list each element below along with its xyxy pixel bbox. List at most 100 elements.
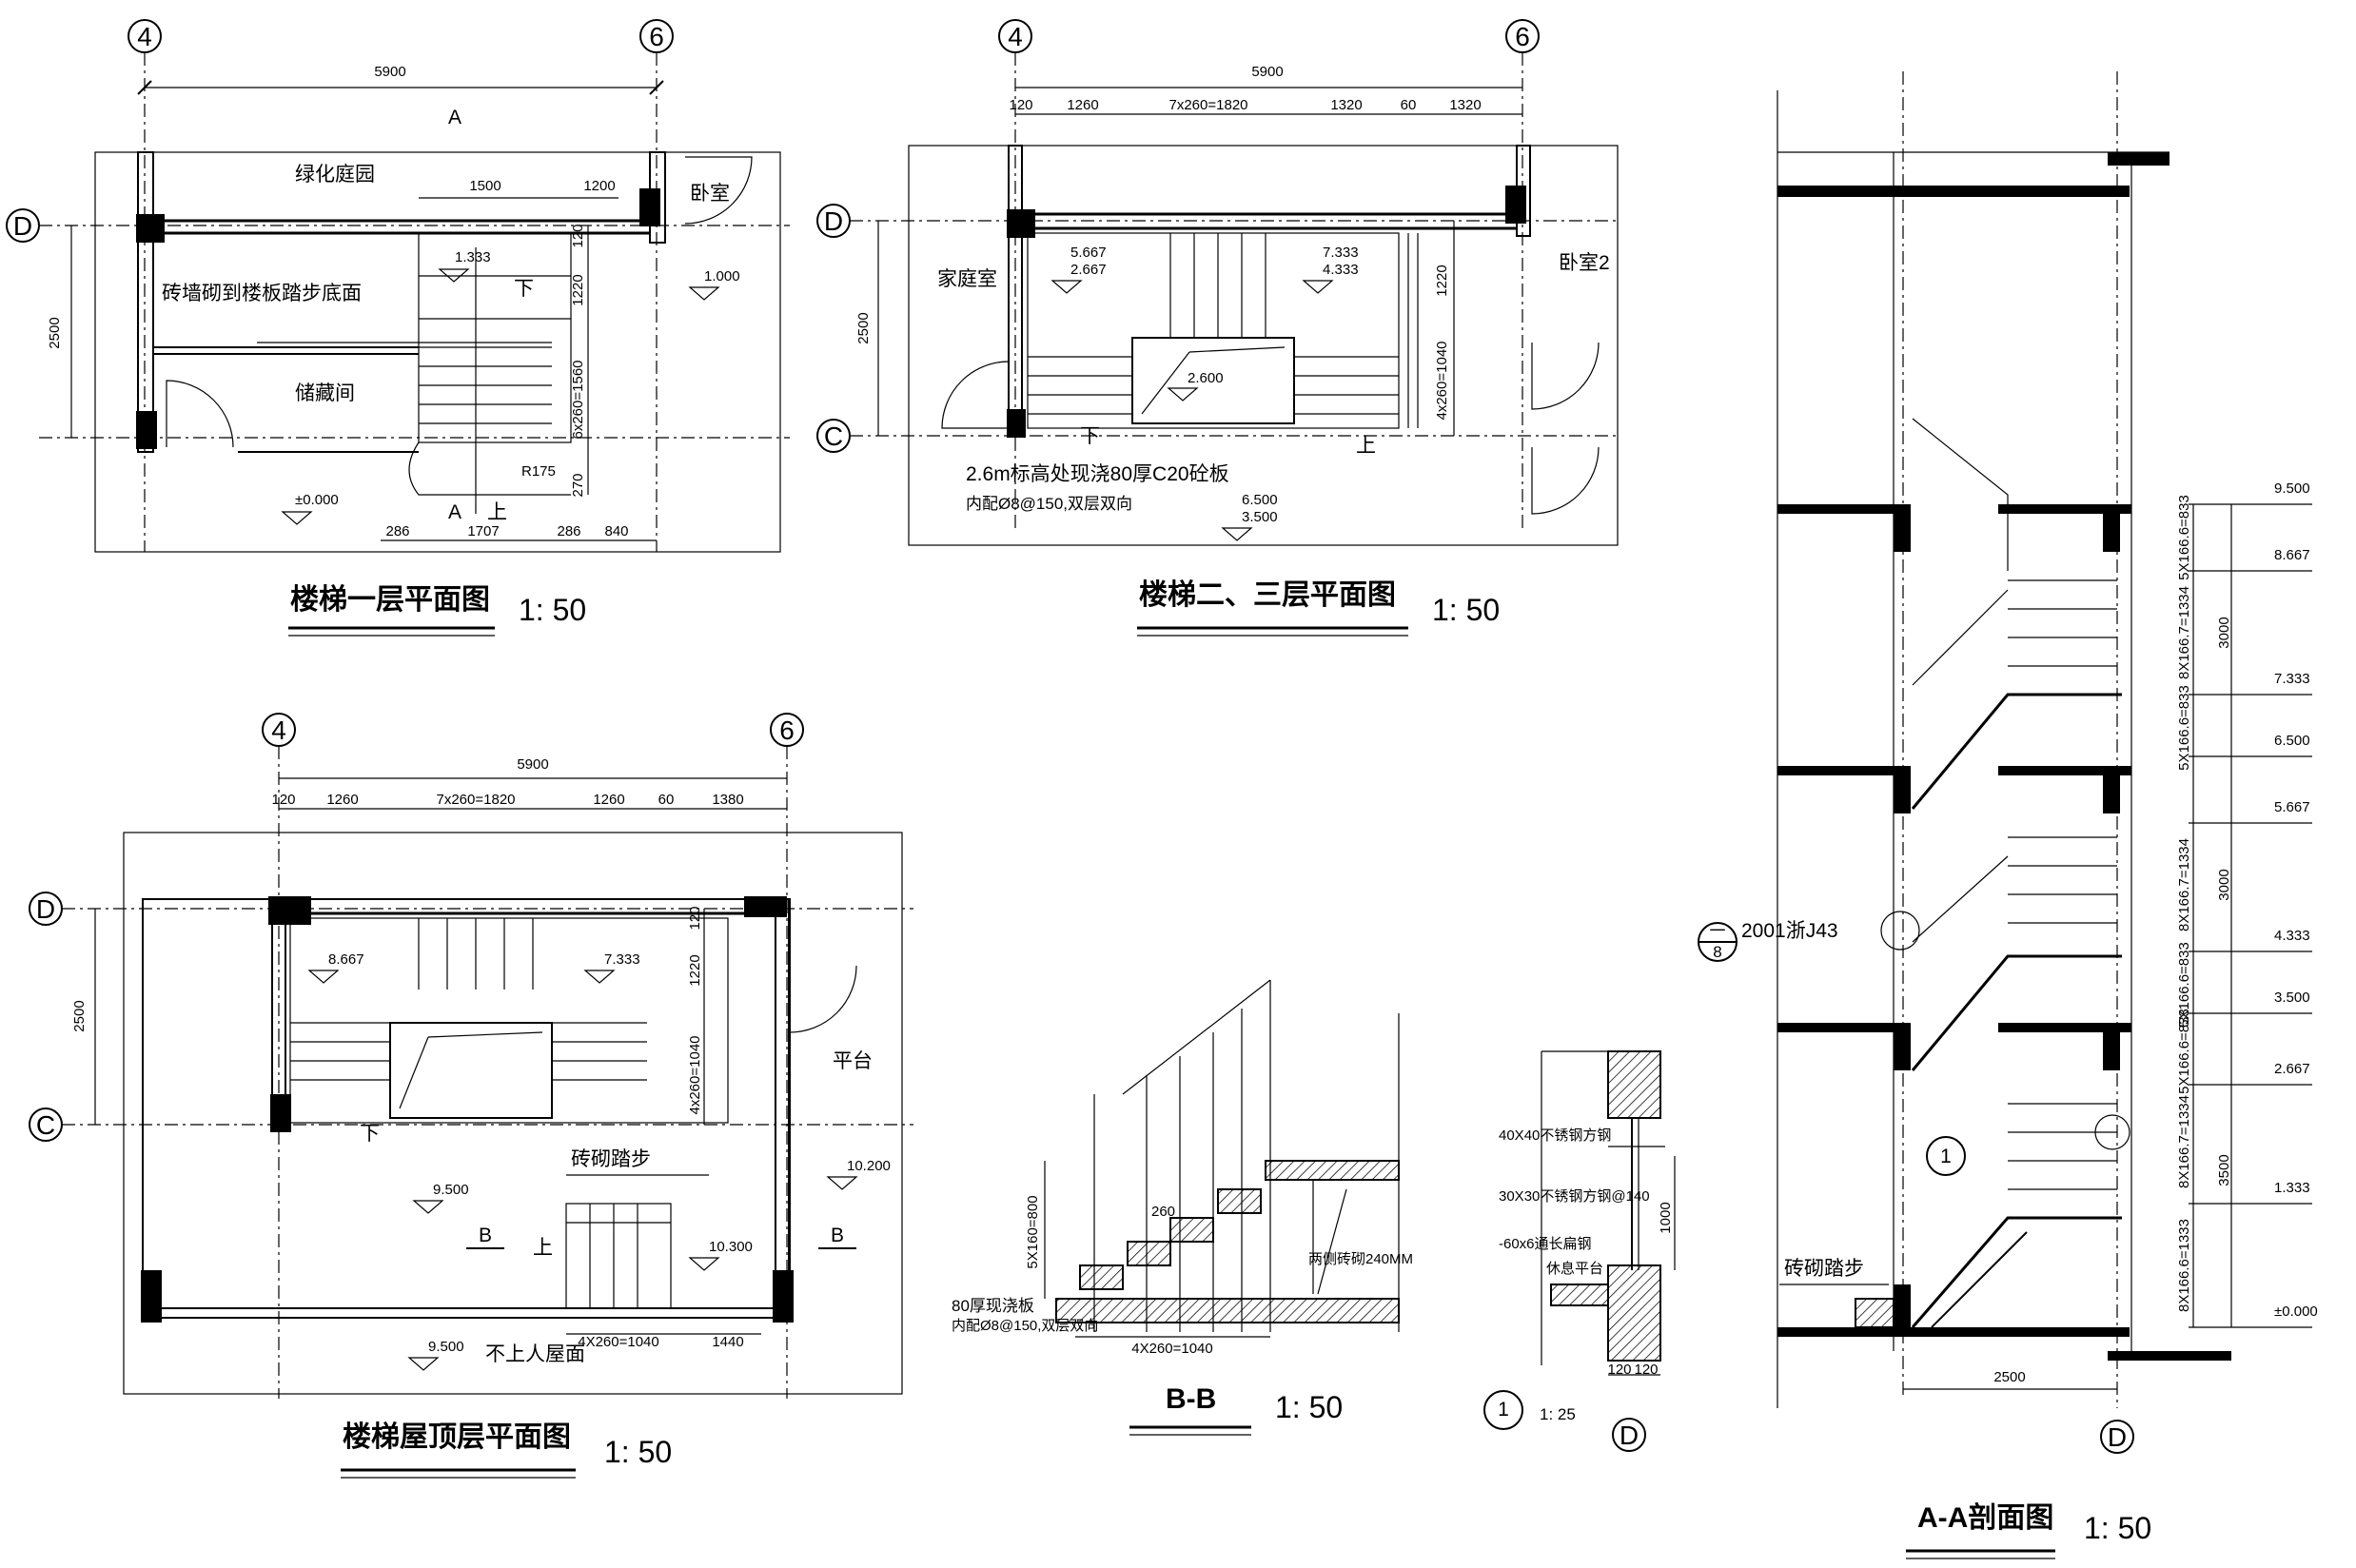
label-down: 下 xyxy=(360,1123,380,1145)
note-landing: 休息平台 xyxy=(1546,1261,1603,1277)
dim-top-120: 120 xyxy=(271,792,295,808)
aa-scale: 1: 50 xyxy=(2084,1511,2151,1545)
detail-scale: 1: 25 xyxy=(1540,1405,1576,1423)
level-8667: 8.667 xyxy=(328,951,364,968)
stair-flights xyxy=(1855,418,2122,1328)
dim-2500: 2500 xyxy=(1993,1369,2025,1385)
note-flatbar: -60x6通长扁钢 xyxy=(1499,1236,1592,1252)
note-slab: 2.6m标高处现浇80厚C20砼板 xyxy=(966,463,1229,485)
dim-rise-4: 8X166.7=1334 xyxy=(2176,838,2192,931)
dim-120: 120 xyxy=(570,224,586,247)
dim-rise-2: 8X166.7=1334 xyxy=(2176,586,2192,679)
dim-top-1380: 1380 xyxy=(712,792,743,808)
bb-scale: 1: 50 xyxy=(1275,1390,1343,1424)
svg-text:C: C xyxy=(36,1110,55,1140)
level-0: ±0.000 xyxy=(2274,1303,2318,1320)
level-2667: 2.667 xyxy=(1070,262,1107,278)
grid-bubble-c: C xyxy=(29,1107,63,1142)
stair-flight xyxy=(408,232,572,514)
svg-text:4: 4 xyxy=(1008,22,1023,51)
dim-rise-6: 5X166.6=833 xyxy=(2176,1009,2192,1094)
level-3500: 3.500 xyxy=(1242,509,1278,525)
grid-bubble-d: D xyxy=(816,204,851,238)
plan1-title: 楼梯一层平面图 xyxy=(290,584,490,616)
level-7333: 7.333 xyxy=(604,951,640,968)
radius-r175: R175 xyxy=(521,463,556,480)
grid-bubble-4: 4 xyxy=(262,713,296,747)
level-4333: 4.333 xyxy=(1323,262,1359,278)
level-10200: 10.200 xyxy=(847,1158,891,1174)
level-6500: 6.500 xyxy=(2274,733,2310,749)
note-roof: 不上人屋面 xyxy=(485,1343,585,1365)
level-1000: 1.000 xyxy=(704,268,740,284)
grid-bubble-6: 6 xyxy=(639,19,674,53)
dim-2500: 2500 xyxy=(71,1000,88,1031)
detail-1: 1000 40X40不锈钢方钢 30X30不锈钢方钢@140 -60x6通长扁钢… xyxy=(1483,1050,1676,1452)
dim-top-1320a: 1320 xyxy=(1330,97,1362,113)
level-7333: 7.333 xyxy=(1323,245,1359,261)
dim-rise-1: 5X166.6=833 xyxy=(2176,495,2192,580)
level-5667: 5.667 xyxy=(1070,245,1107,261)
dim-top-1820: 7x260=1820 xyxy=(1169,97,1248,113)
dim-top-60: 60 xyxy=(1401,97,1417,113)
dim-overall: 5900 xyxy=(374,64,405,80)
grid-bubble-6: 6 xyxy=(1505,19,1540,53)
dim-top-120: 120 xyxy=(1009,97,1032,113)
dim-1500: 1500 xyxy=(469,178,501,194)
stair-flights xyxy=(1027,232,1419,429)
dim-bottom-1707: 1707 xyxy=(467,523,499,539)
dim-bottom-1440: 1440 xyxy=(712,1334,743,1350)
ref-dash: 一 xyxy=(1710,922,1726,940)
dim-top-1260: 1260 xyxy=(1067,97,1098,113)
dim-top-1820: 7x260=1820 xyxy=(437,792,516,808)
grid-bubble-c: C xyxy=(816,419,851,453)
plan1-scale: 1: 50 xyxy=(519,593,586,627)
dim-1220: 1220 xyxy=(1434,265,1450,296)
dim-bottom-1040: 4X260=1040 xyxy=(578,1334,659,1350)
room-platform: 平台 xyxy=(833,1050,873,1072)
dim-vertical: 5X160=800 xyxy=(1025,1195,1041,1268)
level-10300: 10.300 xyxy=(709,1239,753,1255)
label-down: 下 xyxy=(514,278,534,300)
note-slab: 80厚现浇板 xyxy=(952,1297,1034,1315)
dim-1220: 1220 xyxy=(687,954,703,986)
dim-bottom-286a: 286 xyxy=(385,523,409,539)
section-mark-b-right: B xyxy=(831,1225,844,1246)
svg-text:4: 4 xyxy=(271,715,286,745)
dim-1220: 1220 xyxy=(570,274,586,305)
plan3-title: 楼梯屋顶层平面图 xyxy=(343,1421,571,1453)
ref-sheet: 8 xyxy=(1713,943,1721,961)
section-mark-b-left: B xyxy=(479,1225,492,1246)
dim-1560: 6x260=1560 xyxy=(570,361,586,440)
dim-overall: 5900 xyxy=(517,756,548,773)
label-down: 下 xyxy=(1080,425,1100,447)
room-family: 家庭室 xyxy=(937,268,997,290)
dim-1000: 1000 xyxy=(1658,1202,1674,1233)
grid-bubble-d: D xyxy=(1620,1421,1639,1450)
svg-text:C: C xyxy=(824,421,843,451)
level-1333: 1.333 xyxy=(455,249,491,265)
dim-overall: 5900 xyxy=(1251,64,1283,80)
level-marks: 9.500 8.667 7.333 6.500 5.667 4.333 3.50… xyxy=(2189,480,2318,1328)
level-0: ±0.000 xyxy=(295,492,339,508)
level-9500: 9.500 xyxy=(433,1182,469,1198)
detail-ref: 1 xyxy=(1940,1146,1952,1167)
dim-rise-5: 5X166.6=833 xyxy=(2176,942,2192,1028)
dim-bottom-120a: 120 xyxy=(1607,1362,1631,1378)
dim-2500: 2500 xyxy=(47,317,63,348)
dim-floor-2: 3000 xyxy=(2216,869,2232,900)
label-up: 上 xyxy=(487,501,507,523)
room-storage: 储藏间 xyxy=(295,382,355,404)
dim-1040: 4x260=1040 xyxy=(687,1036,703,1115)
level-roof: 9.500 xyxy=(428,1339,464,1355)
dim-1200: 1200 xyxy=(583,178,615,194)
level-5667: 5.667 xyxy=(2274,799,2310,815)
svg-text:6: 6 xyxy=(779,715,795,745)
note-40x40: 40X40不锈钢方钢 xyxy=(1499,1127,1611,1144)
plan-roof-floor: 4 6 D C 5900 120 1260 7x260=1820 1260 60… xyxy=(29,713,913,1479)
dim-floor-3: 3500 xyxy=(2216,1154,2232,1186)
level-4333: 4.333 xyxy=(2274,928,2310,944)
room-garden: 绿化庭园 xyxy=(295,164,375,186)
dim-rise-8: 8X166.6=1333 xyxy=(2176,1219,2192,1312)
